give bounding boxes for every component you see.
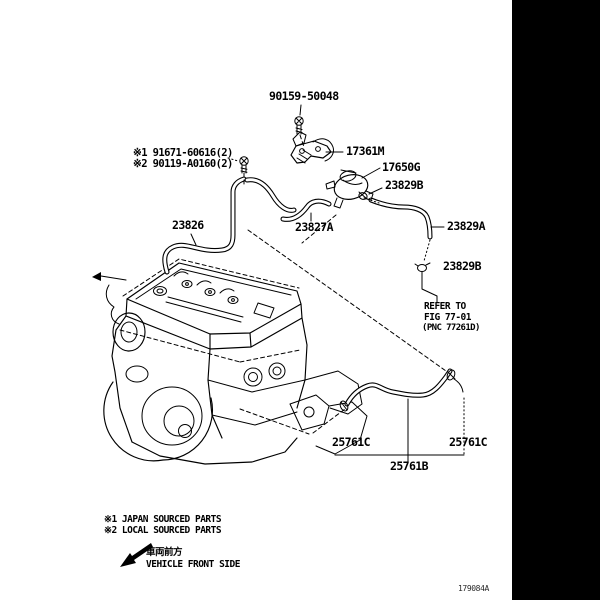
vsv-17650g-drawing: [325, 169, 374, 209]
footer-note-local-sourced: ※2 LOCAL SOURCED PARTS: [104, 525, 222, 536]
right-black-band: [512, 0, 600, 600]
figure-code: 179084A: [458, 584, 489, 593]
footer-note-japan-sourced: ※1 JAPAN SOURCED PARTS: [104, 514, 222, 525]
part-label-17650g: 17650G: [382, 160, 421, 174]
part-label-90159-50048: 90159-50048: [269, 89, 339, 103]
part-label-23827a: 23827A: [295, 220, 334, 234]
part-label-25761c-right: 25761C: [449, 435, 488, 449]
pipe-23826-drawing: [162, 176, 297, 275]
clamp-25761c-left-drawing: [339, 400, 349, 412]
bracket-17361m-drawing: [290, 131, 334, 164]
hose-23827a-drawing: [280, 198, 332, 222]
screw-90159-drawing: [294, 116, 304, 135]
part-label-23826: 23826: [172, 218, 204, 232]
part-label-23829b-mid: 23829B: [443, 259, 482, 273]
hose-25761b-drawing: [344, 368, 464, 407]
vehicle-front-arrow-icon: [120, 543, 153, 567]
note-bolt-japan: ※1 91671-60616(2): [133, 147, 233, 159]
part-label-25761c-left: 25761C: [332, 435, 371, 449]
clamp-25761c-right-drawing: [446, 369, 456, 381]
engine-drawing: [92, 258, 368, 465]
clamp-23829b-top-drawing: [358, 191, 368, 200]
part-label-23829b-top: 23829B: [385, 178, 424, 192]
part-label-23829a: 23829A: [447, 219, 486, 233]
part-label-17361m: 17361M: [346, 144, 385, 158]
refer-note-pnc: (PNC 77261D): [422, 323, 480, 333]
refer-note-line2: FIG 77-01: [424, 312, 471, 323]
flange-bolt-drawing: [239, 156, 249, 174]
part-label-25761b: 25761B: [390, 459, 429, 473]
note-bolt-local: ※2 90119-A0160(2): [133, 158, 233, 170]
hose-23829a-drawing: [366, 197, 433, 262]
vehicle-front-label-en: VEHICLE FRONT SIDE: [146, 559, 240, 570]
vehicle-front-label-jp: 車両前方: [146, 547, 183, 558]
refer-note-line1: REFER TO: [424, 301, 466, 312]
pipe-end-arrow-icon: [92, 272, 101, 281]
leader-lines: [190, 104, 465, 463]
clamp-23829b-mid-drawing: [414, 262, 431, 272]
